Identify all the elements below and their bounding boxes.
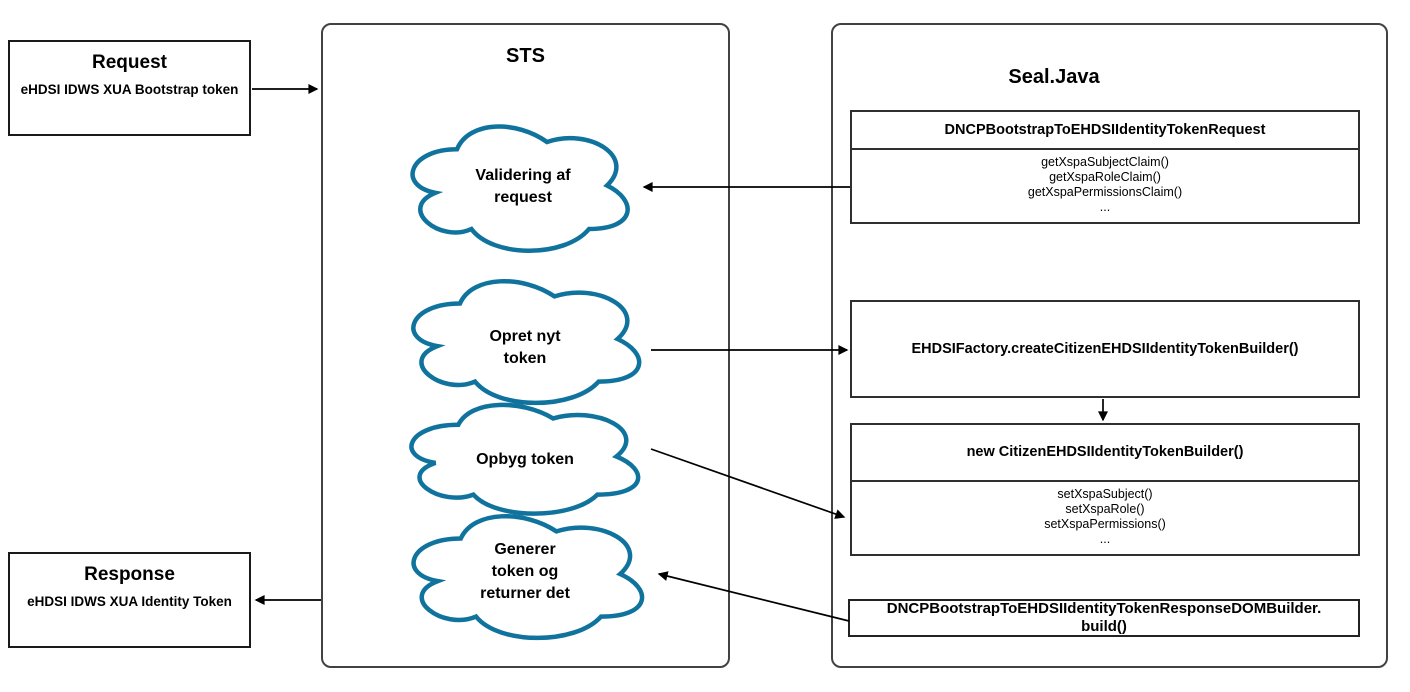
builder-class-methods: setXspaSubject() setXspaRole() setXspaPe… xyxy=(852,482,1358,554)
method-item: getXspaRoleClaim() xyxy=(1049,170,1161,184)
method-item: getXspaSubjectClaim() xyxy=(1041,155,1169,169)
method-item: getXspaPermissionsClaim() xyxy=(1027,185,1183,199)
request-class-box: DNCPBootstrapToEHDSIIdentityTokenRequest… xyxy=(850,110,1360,224)
sts-container xyxy=(321,23,730,668)
response-builder-label: DNCPBootstrapToEHDSIIdentityTokenRespons… xyxy=(886,600,1322,635)
cloud-label-validering: Validering af request xyxy=(475,167,571,206)
cloud-label-generer: Generer token og returner det xyxy=(480,541,570,602)
method-item: setXspaSubject() xyxy=(1057,487,1153,501)
factory-call-box: EHDSIFactory.createCitizenEHDSIIdentityT… xyxy=(850,300,1360,398)
response-builder-box: DNCPBootstrapToEHDSIIdentityTokenRespons… xyxy=(848,599,1360,637)
method-item: ... xyxy=(1099,200,1111,214)
request-class-header: DNCPBootstrapToEHDSIIdentityTokenRequest xyxy=(852,112,1358,150)
seal-java-title: Seal.Java xyxy=(1008,66,1100,88)
response-box-subtitle: eHDSI IDWS XUA Identity Token xyxy=(27,594,232,609)
method-item: ... xyxy=(1099,532,1111,546)
request-box-title: Request xyxy=(92,52,167,73)
seal-java-container xyxy=(831,23,1388,668)
response-box-title: Response xyxy=(84,564,175,585)
request-box: Request eHDSI IDWS XUA Bootstrap token xyxy=(8,40,251,136)
method-item: setXspaPermissions() xyxy=(1044,517,1166,531)
sts-title: STS xyxy=(506,45,545,67)
response-box: Response eHDSI IDWS XUA Identity Token xyxy=(8,552,251,648)
factory-call-label: EHDSIFactory.createCitizenEHDSIIdentityT… xyxy=(911,341,1299,357)
request-box-subtitle: eHDSI IDWS XUA Bootstrap token xyxy=(20,82,239,97)
request-class-methods: getXspaSubjectClaim() getXspaRoleClaim()… xyxy=(852,150,1358,222)
builder-class-box: new CitizenEHDSIIdentityTokenBuilder() s… xyxy=(850,423,1360,556)
method-item: setXspaRole() xyxy=(1065,502,1145,516)
cloud-label-opbyg: Opbyg token xyxy=(476,451,574,468)
builder-class-header: new CitizenEHDSIIdentityTokenBuilder() xyxy=(852,425,1358,482)
cloud-label-opret: Opret nyt token xyxy=(489,328,561,367)
